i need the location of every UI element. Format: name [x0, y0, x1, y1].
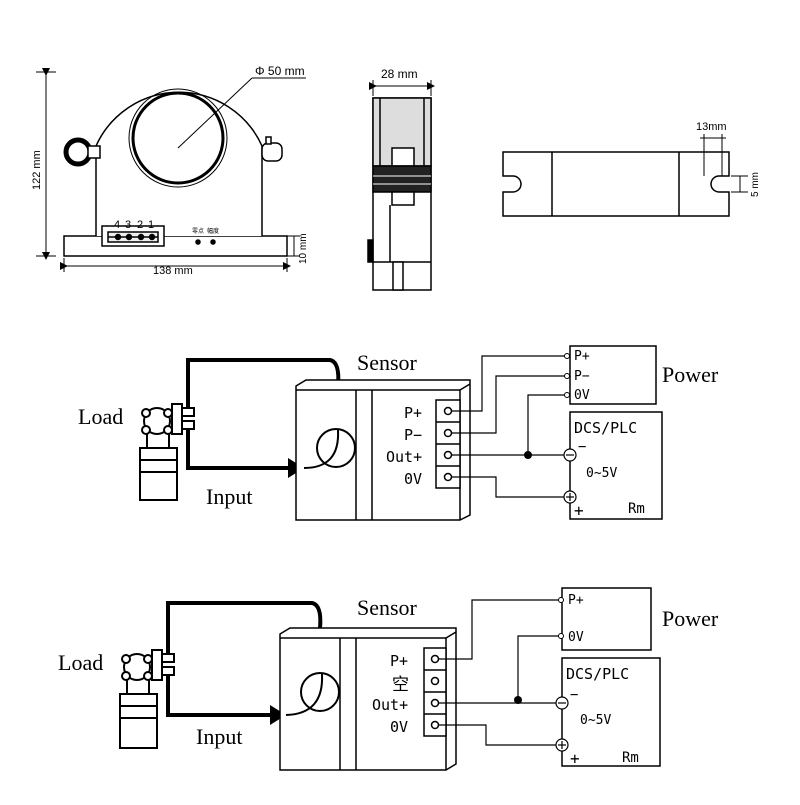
dcs-box-2 [561, 657, 661, 767]
dcs-label-2: DCS/PLC [566, 665, 629, 683]
terminal-block-1 [435, 399, 461, 489]
sensor-box-1 [295, 379, 471, 521]
dcs-plus-1: + [574, 501, 584, 520]
range-label-1: 0~5V [586, 466, 617, 481]
terminal-label-out-1: Out+ [386, 448, 422, 466]
wiring-diagram-2: Sensor Load Input P+ 空 Out+ 0V Power P+ … [58, 587, 719, 771]
bottom-view [502, 151, 730, 217]
power-terminal-p-plus-2: P+ [568, 593, 584, 608]
dcs-plus-2: + [570, 749, 580, 768]
input-label-1: Input [206, 484, 252, 509]
front-view-labels: Φ 50 mm 4 3 2 1 零点 幅度 [114, 64, 305, 235]
pin-label-2: 2 [137, 219, 143, 231]
led-label-zero: 零点 [192, 227, 204, 235]
depth-label: 28 mm [381, 67, 418, 81]
dcs-box-1 [569, 411, 663, 520]
wiring-diagram-1: Sensor Load Input P+ P− Out+ 0V Power P+… [78, 345, 719, 521]
slot-spacing-label: 13mm [696, 121, 727, 133]
load-label-1: Load [78, 404, 123, 429]
pin-label-4: 4 [114, 219, 120, 231]
dcs-label-1: DCS/PLC [574, 419, 637, 437]
power-terminal-0v-2: 0V [568, 630, 584, 645]
range-label-2: 0~5V [580, 713, 611, 728]
resistor-label-1: Rm [628, 501, 645, 517]
terminal-label-out-2: Out+ [372, 696, 408, 714]
terminal-label-empty-2: 空 [392, 675, 409, 694]
sensor-label-2: Sensor [357, 595, 418, 620]
dcs-minus-1: − [578, 439, 586, 455]
front-dimensions [36, 68, 300, 272]
dcs-minus-2: − [570, 687, 578, 703]
sensor-box-2 [279, 627, 457, 771]
bottom-dimensions [700, 134, 748, 193]
height-label: 122 mm [31, 150, 43, 190]
side-dimensions [369, 80, 435, 96]
resistor-label-2: Rm [622, 750, 639, 766]
sensor-label-1: Sensor [357, 350, 418, 375]
base-height-label: 10 mm [298, 233, 309, 264]
terminal-label-p-minus-1: P− [404, 426, 422, 444]
front-view [63, 77, 306, 257]
load-label-2: Load [58, 650, 103, 675]
power-terminal-p-minus-1: P− [574, 369, 590, 384]
width-label: 138 mm [153, 265, 193, 277]
power-label-2: Power [662, 606, 719, 631]
power-label-1: Power [662, 362, 719, 387]
power-box-2 [561, 587, 652, 651]
input-label-2: Input [196, 724, 242, 749]
led-label-span: 幅度 [207, 227, 219, 235]
load-2 [119, 649, 175, 749]
power-box-1 [569, 345, 657, 405]
terminal-label-0v-1: 0V [404, 470, 422, 488]
power-terminal-0v-1: 0V [574, 388, 590, 403]
terminal-label-p-plus-2: P+ [390, 652, 408, 670]
input-wire-2 [166, 601, 323, 655]
slot-width-label: 5 mm [750, 172, 761, 197]
terminal-label-p-plus-1: P+ [404, 404, 422, 422]
diameter-label: Φ 50 mm [255, 64, 305, 78]
terminal-block-2 [423, 647, 447, 737]
power-terminal-p-plus-1: P+ [574, 349, 590, 364]
pin-label-3: 3 [125, 219, 131, 231]
terminal-label-0v-2: 0V [390, 718, 408, 736]
load-1 [139, 403, 195, 501]
pin-label-1: 1 [148, 219, 154, 231]
side-view [367, 97, 432, 291]
